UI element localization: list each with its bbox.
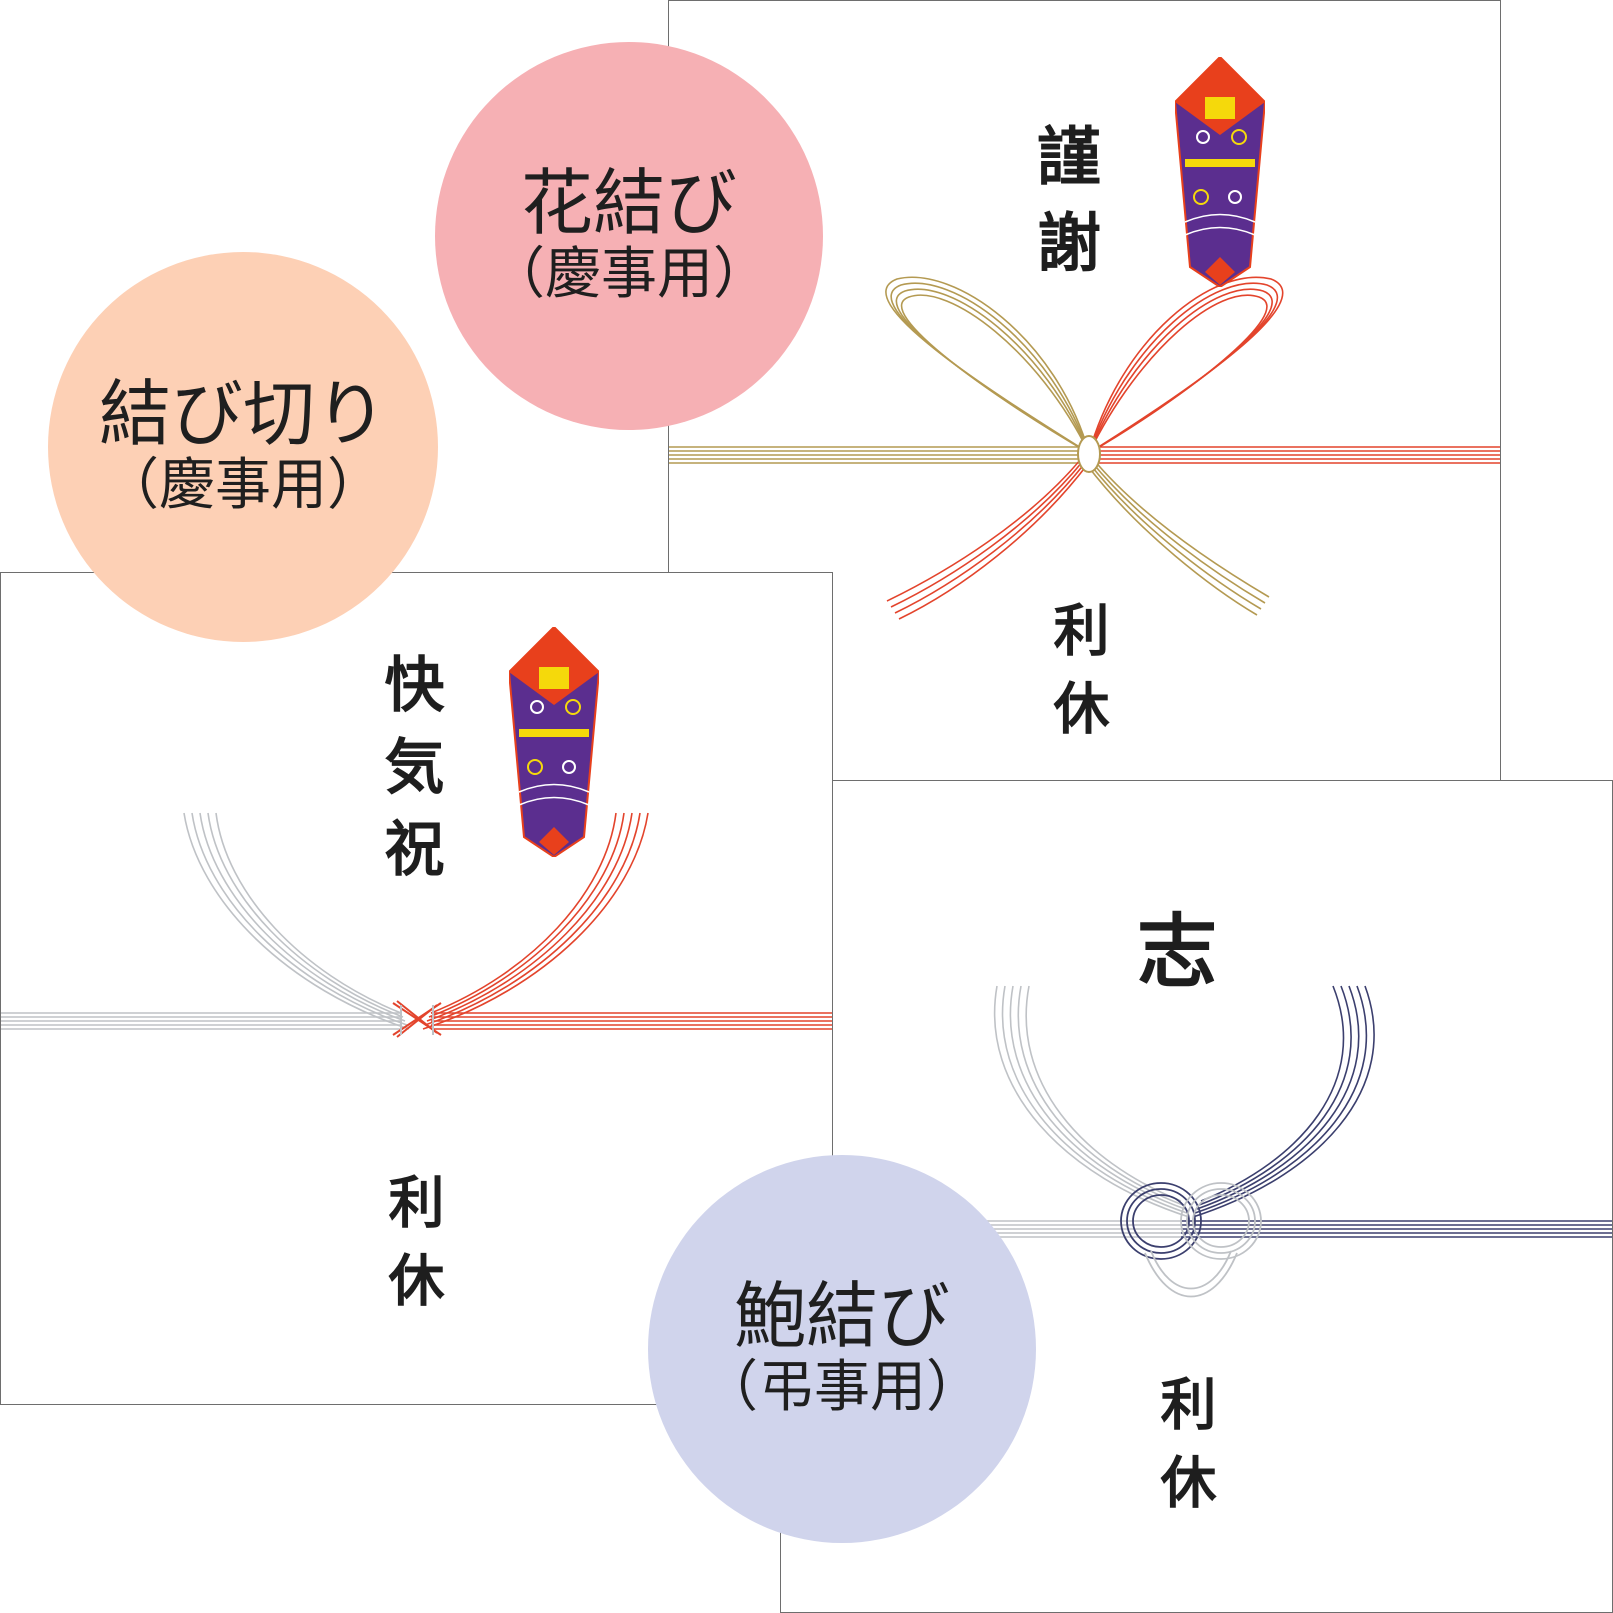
awaji-knot-bottom: [1144, 1250, 1238, 1298]
badge-hana-sub: （慶事用）: [489, 242, 769, 308]
awaji-inscription: 志: [1124, 909, 1218, 1011]
musubikiri-end-right: [422, 812, 649, 1030]
hana-band-left: [669, 446, 1085, 464]
hana-musubi-cords: [669, 276, 1500, 620]
badge-awaji-title: 鮑結び: [733, 1274, 950, 1359]
musubikiri-band-left: [1, 1012, 401, 1030]
hana-noshi-ornament: [1175, 57, 1265, 287]
badge-awaji-sub: （弔事用）: [702, 1355, 982, 1421]
badge-hana-musubi: 花結び （慶事用）: [435, 42, 823, 430]
badge-musubikiri-sub: （慶事用）: [103, 453, 383, 519]
badge-hana-title: 花結び: [520, 161, 737, 246]
musubikiri-band-right: [431, 1012, 832, 1030]
hana-knot-center: [1077, 435, 1101, 473]
musubikiri-giver-name: 利休: [379, 1173, 445, 1329]
awaji-knot-right: [1180, 1182, 1262, 1260]
awaji-giver-name: 利休: [1151, 1375, 1217, 1531]
hana-loop-right: [1088, 276, 1284, 454]
badge-musubikiri: 結び切り （慶事用）: [48, 252, 438, 642]
musubikiri-cords: [1, 812, 832, 1038]
awaji-knot-left: [1120, 1182, 1202, 1260]
badge-musubikiri-title: 結び切り: [98, 372, 387, 457]
badge-awaji-musubi: 鮑結び （弔事用）: [648, 1155, 1036, 1543]
hana-tail-right: [1086, 458, 1270, 616]
hana-band-right: [1085, 446, 1500, 464]
musubikiri-noshi-ornament: [509, 627, 599, 857]
musubikiri-inscription: 快気祝: [374, 653, 444, 899]
hana-tail-left: [886, 458, 1088, 620]
hana-inscription: 謹謝: [1026, 123, 1101, 295]
hana-giver-name: 利休: [1044, 601, 1110, 757]
musubikiri-end-left: [183, 812, 410, 1030]
hana-loop-left: [885, 276, 1090, 454]
